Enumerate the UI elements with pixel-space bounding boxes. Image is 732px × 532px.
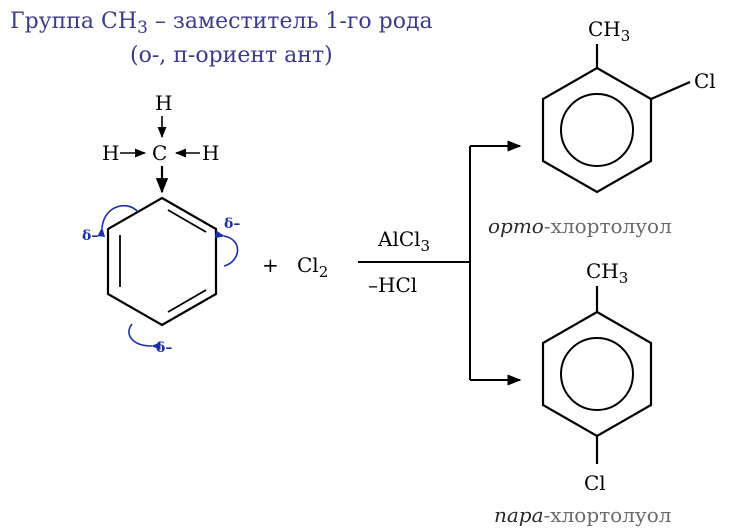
- ortho-ch3: CH3: [588, 17, 630, 45]
- toluene-ring: [106, 196, 218, 327]
- title-line-1: Группа CH3 – заместитель 1-го рода: [10, 9, 433, 38]
- byproduct-label: –HCl: [368, 273, 417, 297]
- para-name: пара-хлортолуол: [494, 503, 671, 527]
- methyl-group: H H C H: [102, 91, 219, 194]
- para-ch3: CH3: [586, 259, 628, 287]
- shift-arrow-left: [97, 204, 139, 237]
- methyl-h-top: H: [155, 91, 172, 115]
- para-product: CH3 Cl пара-хлортолуол: [494, 259, 671, 527]
- methyl-h-left: H: [102, 141, 119, 165]
- ortho-name: орто-хлортолуол: [488, 214, 672, 238]
- methyl-h-right: H: [202, 141, 219, 165]
- catalyst-label: AlCl3: [377, 227, 430, 255]
- delta-bottom: δ–: [156, 340, 172, 356]
- delta-left: δ–: [82, 228, 98, 244]
- delta-right: δ–: [224, 216, 240, 232]
- shift-arrow-right: [214, 230, 239, 267]
- plus-sign: +: [262, 253, 279, 277]
- delta-charges: δ– δ– δ–: [82, 204, 240, 356]
- para-cl: Cl: [584, 471, 606, 495]
- reagent-cl2: Cl2: [297, 253, 328, 281]
- ortho-product: CH3 Cl орто-хлортолуол: [488, 17, 716, 238]
- title-line-2: (о-, п-ориент ант): [130, 43, 333, 68]
- ortho-cl: Cl: [694, 69, 716, 93]
- shift-arrow-bottom: [128, 323, 161, 350]
- methyl-carbon: C: [152, 141, 167, 165]
